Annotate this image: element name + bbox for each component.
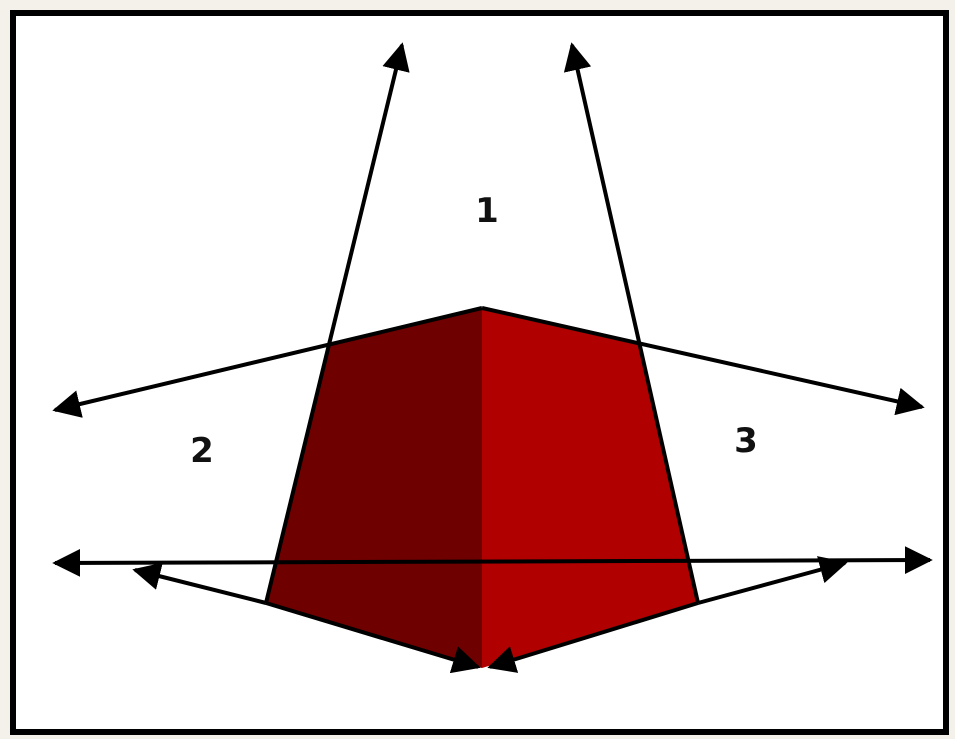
vertical-line-right <box>563 42 700 604</box>
top-edge-left <box>52 306 483 418</box>
bottom-edge-left-out <box>132 562 267 605</box>
bottom-edge-left-in <box>265 601 481 674</box>
region-label-2: 2 <box>190 431 214 471</box>
vertical-line-left <box>264 42 410 604</box>
bottom-edge-right-out <box>697 556 848 605</box>
horizon-line <box>52 546 933 577</box>
cube-right-face <box>482 308 698 668</box>
cube-left-face <box>266 308 482 668</box>
top-edge-right <box>481 306 925 416</box>
region-label-3: 3 <box>734 421 758 461</box>
bottom-edge-right-in <box>487 601 699 673</box>
region-label-1: 1 <box>475 191 499 231</box>
